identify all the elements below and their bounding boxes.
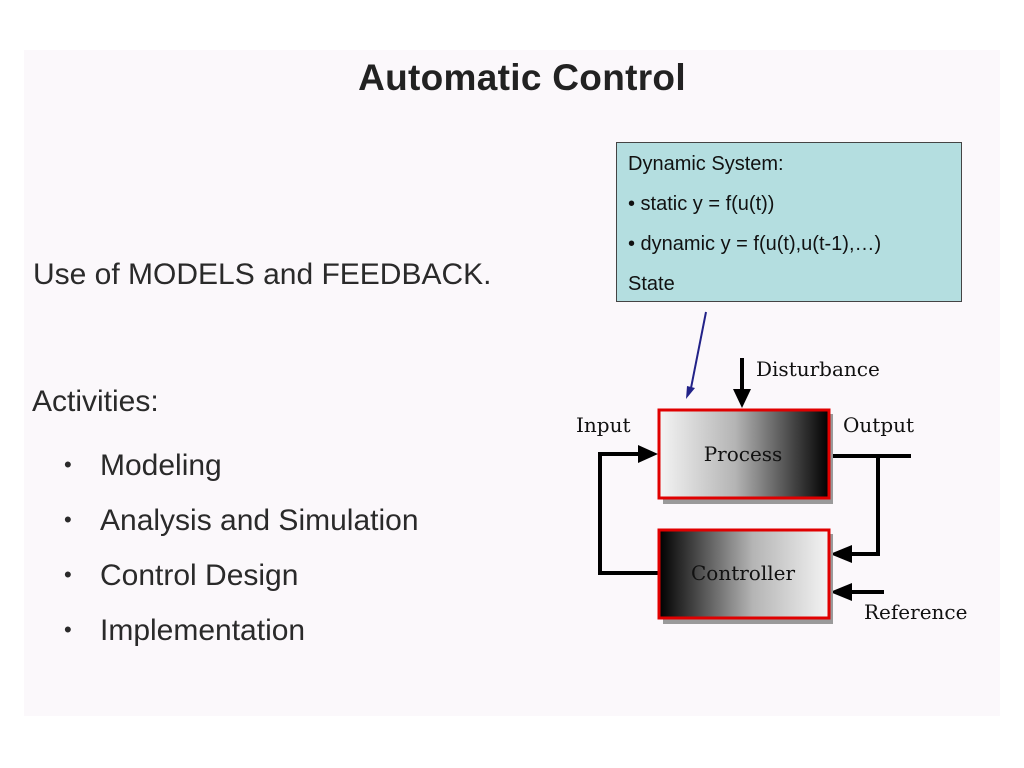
bullet-icon: • [64, 617, 72, 642]
input-arrowhead-icon [638, 445, 658, 463]
controller-label: Controller [691, 561, 795, 585]
dynamic-system-box: Dynamic System: • static y = f(u(t)) • d… [616, 142, 962, 302]
lead-text: Use of MODELS and FEEDBACK. [33, 258, 492, 291]
disturbance-arrowhead-icon [733, 389, 751, 408]
activities-heading: Activities: [32, 385, 159, 418]
list-item: • Implementation [64, 610, 419, 665]
infobox-line: State [628, 273, 675, 295]
output-feedback-path [850, 456, 880, 556]
infobox-line: • static y = f(u(t)) [628, 193, 775, 215]
list-item: • Control Design [64, 555, 419, 610]
reference-label: Reference [864, 600, 967, 624]
process-label: Process [704, 442, 783, 466]
controller-feedback-arrowhead-icon [830, 545, 852, 563]
feedback-path [598, 452, 658, 575]
pointer-arrow-line [690, 311, 707, 389]
process-block [657, 408, 831, 500]
slide-title: Automatic Control [358, 57, 686, 98]
infobox-line: Dynamic System: [628, 153, 784, 175]
list-item: • Analysis and Simulation [64, 500, 419, 555]
activity-label: Analysis and Simulation [100, 504, 419, 537]
disturbance-label: Disturbance [756, 357, 880, 381]
bullet-icon: • [64, 507, 72, 532]
activity-label: Modeling [100, 449, 222, 482]
input-label: Input [576, 413, 631, 437]
reference-arrowhead-icon [830, 583, 852, 601]
pointer-arrowhead-icon [686, 386, 695, 399]
infobox-line: • dynamic y = f(u(t),u(t-1),…) [628, 233, 882, 255]
activity-label: Control Design [100, 559, 299, 592]
output-label: Output [843, 413, 914, 437]
bullet-icon: • [64, 452, 72, 477]
bullet-icon: • [64, 562, 72, 587]
activity-label: Implementation [100, 614, 306, 647]
list-item: • Modeling [64, 445, 419, 500]
activities-list: • Modeling • Analysis and Simulation • Cont… [64, 445, 419, 665]
controller-block [657, 528, 831, 620]
